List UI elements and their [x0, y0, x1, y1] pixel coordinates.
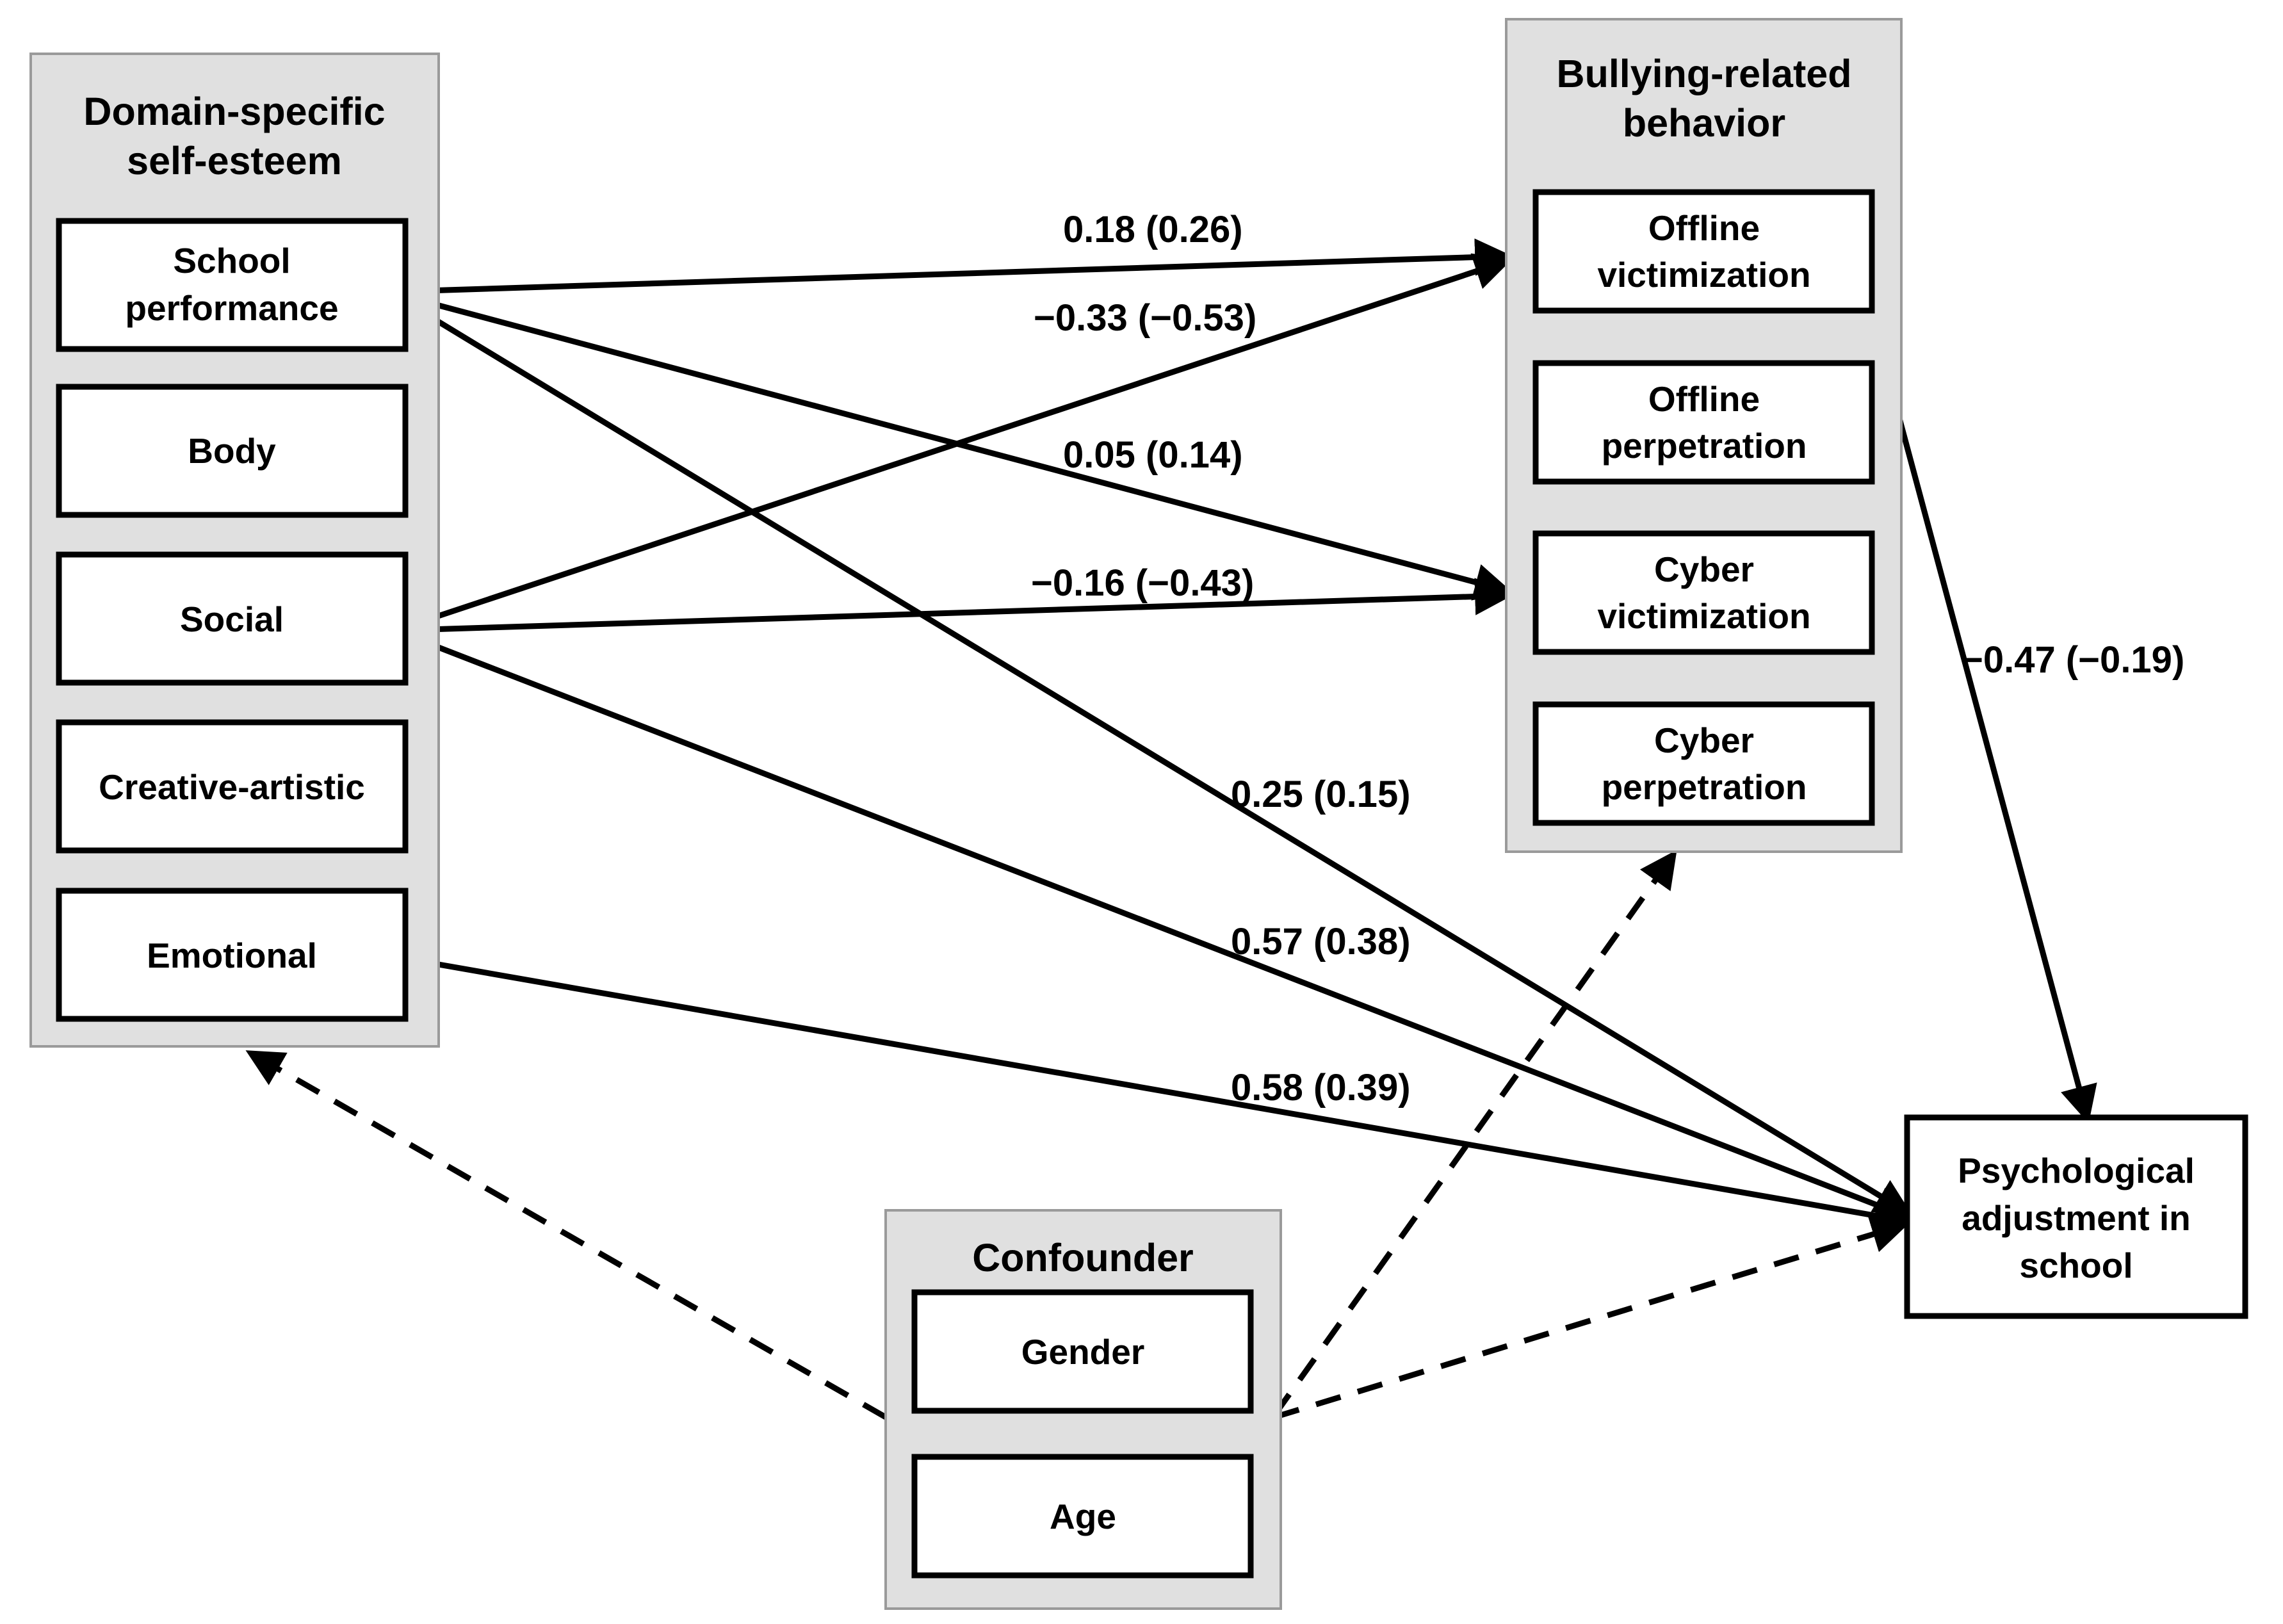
node-school-performance-label-line1: School [173, 241, 290, 280]
node-school-performance-box[interactable] [56, 218, 409, 352]
node-school-performance-label-line2: performance [125, 288, 338, 328]
node-emotional-box[interactable] [56, 888, 409, 1022]
panel-bullying-title-line1: Bullying-related [1557, 52, 1852, 95]
node-offline-victimization-label-line1: Offline [1648, 208, 1760, 248]
node-creative-artistic-box[interactable] [56, 719, 409, 854]
panel-self-esteem-title-line1: Domain-specific [83, 90, 385, 133]
edge-emotional-to-psychological-adjustment [405, 955, 1913, 1235]
node-body-box[interactable] [56, 384, 409, 518]
edge-label-social-psychological-adjustment: 0.57 (0.38) [1231, 921, 1411, 962]
edge-confounder-to-self-esteem-panel [245, 1050, 888, 1420]
edge-school-performance-to-psychological-adjustment [403, 299, 1913, 1216]
node-offline-perpetration-label-line2: perpetration [1602, 426, 1807, 466]
edge-label-offline-victimization-psychological-adjustment: −0.47 (−0.19) [1962, 639, 2184, 681]
node-cyber-victimization-label-line1: Cyber [1654, 549, 1754, 589]
node-cyber-perpetration[interactable]: Cyber perpetration [1532, 701, 1875, 826]
node-creative-artistic[interactable]: Creative-artistic [56, 719, 409, 854]
node-cyber-victimization-label-line2: victimization [1597, 596, 1810, 636]
node-gender-label: Gender [1021, 1332, 1145, 1372]
node-gender-box[interactable] [911, 1289, 1254, 1414]
node-offline-perpetration-label-line1: Offline [1648, 379, 1760, 419]
edge-social-to-psychological-adjustment [406, 632, 1913, 1223]
node-social[interactable]: Social [56, 551, 409, 686]
node-cyber-victimization-box[interactable] [1532, 530, 1875, 655]
node-body-label: Body [188, 431, 276, 471]
node-psychological-adjustment-label-line2: adjustment in [1962, 1198, 2191, 1238]
node-school-performance[interactable]: School performance [56, 218, 409, 352]
edge-confounder-to-bullying-panel [1272, 850, 1677, 1417]
node-offline-victimization[interactable]: Offline victimization [1532, 189, 1875, 314]
edge-label-social-cyber-victimization: −0.16 (−0.43) [1031, 562, 1254, 604]
panel-bullying: Bullying-related behavior Offline victim… [1505, 18, 1903, 853]
node-offline-perpetration[interactable]: Offline perpetration [1532, 360, 1875, 485]
panel-self-esteem: Domain-specific self-esteem School perfo… [29, 53, 440, 1048]
node-creative-artistic-label: Creative-artistic [99, 767, 365, 807]
node-offline-victimization-box[interactable] [1532, 189, 1875, 314]
edge-label-school-performance-offline-victimization: 0.18 (0.26) [1063, 209, 1243, 250]
node-offline-victimization-label-line2: victimization [1597, 255, 1810, 295]
node-cyber-perpetration-label-line1: Cyber [1654, 720, 1754, 760]
edge-school-performance-to-cyber-victimization [404, 293, 1513, 601]
node-body[interactable]: Body [56, 384, 409, 518]
panel-self-esteem-title-line2: self-esteem [127, 139, 342, 183]
node-social-box[interactable] [56, 551, 409, 686]
node-gender[interactable]: Gender [911, 1289, 1254, 1414]
edge-confounder-to-psychological-adjustment [1273, 1216, 1910, 1420]
node-psychological-adjustment-label-line3: school [2019, 1246, 2133, 1285]
node-age-box[interactable] [911, 1454, 1254, 1579]
edge-label-emotional-psychological-adjustment: 0.58 (0.39) [1231, 1067, 1411, 1108]
panel-confounder-title: Confounder [972, 1236, 1194, 1279]
node-psychological-adjustment-box[interactable] [1904, 1114, 2248, 1319]
node-offline-perpetration-box[interactable] [1532, 360, 1875, 485]
node-age[interactable]: Age [911, 1454, 1254, 1579]
node-emotional[interactable]: Emotional [56, 888, 409, 1022]
node-cyber-victimization[interactable]: Cyber victimization [1532, 530, 1875, 655]
edge-school-performance-to-offline-victimization [405, 238, 1513, 295]
edge-social-to-cyber-victimization [407, 578, 1513, 633]
node-psychological-adjustment-label-line1: Psychological [1958, 1151, 2195, 1190]
node-emotional-label: Emotional [147, 936, 317, 975]
node-social-label: Social [180, 599, 284, 639]
panel-bullying-title-line2: behavior [1623, 101, 1785, 145]
edge-label-school-performance-psychological-adjustment: 0.25 (0.15) [1231, 774, 1411, 815]
node-cyber-perpetration-box[interactable] [1532, 701, 1875, 826]
node-age-label: Age [1050, 1497, 1116, 1536]
node-psychological-adjustment[interactable]: Psychological adjustment in school [1904, 1114, 2248, 1319]
edge-label-social-offline-victimization: −0.33 (−0.53) [1034, 297, 1256, 339]
edge-label-school-performance-cyber-victimization: 0.05 (0.14) [1063, 434, 1243, 476]
panel-confounder: Confounder Gender Age [884, 1209, 1282, 1610]
node-cyber-perpetration-label-line2: perpetration [1602, 767, 1807, 807]
